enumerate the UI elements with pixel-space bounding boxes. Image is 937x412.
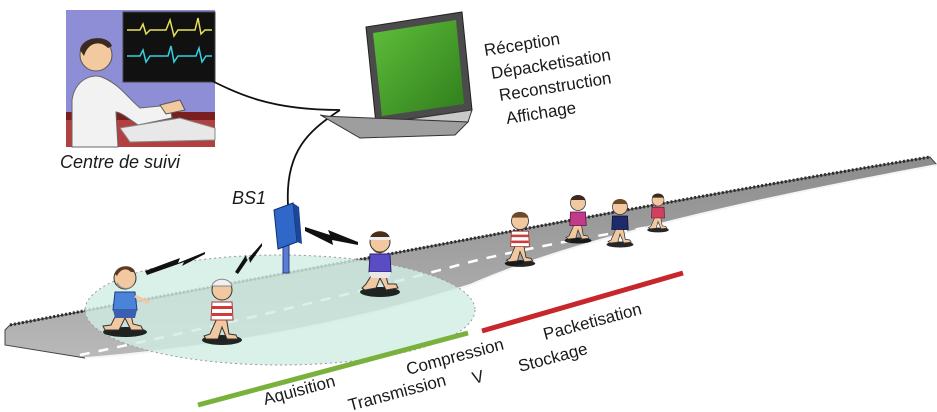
cable-doctor-laptop (199, 74, 341, 111)
runner-2 (202, 278, 242, 345)
storage-steps: Packetisation Stockage (516, 299, 644, 376)
desk (119, 117, 216, 143)
runner-1 (102, 266, 151, 337)
monitoring-center-caption: Centre de suivi (60, 152, 181, 172)
step-affichage: Affichage (505, 98, 578, 128)
step-stockage: Stockage (516, 339, 589, 376)
wireless-links (145, 227, 358, 275)
runner-4 (504, 211, 536, 267)
ecg-trace-yellow (127, 17, 212, 38)
ecg-trace-cyan (127, 45, 212, 64)
laptop-steps: Réception Dépacketisation Reconstruction… (483, 29, 613, 128)
storage-processing-bar (481, 270, 684, 334)
laptop (319, 11, 473, 139)
step-packetisation: Packetisation (541, 299, 644, 344)
runner-7 (647, 193, 669, 233)
runner-6 (606, 198, 634, 248)
runner-3 (360, 231, 400, 297)
laptop-screen (373, 20, 464, 116)
cable-laptop-bs (286, 109, 341, 206)
runners (102, 193, 669, 345)
base-station-bs1 (273, 202, 302, 274)
monitoring-center-illustration (66, 10, 216, 148)
runner-5 (564, 194, 592, 244)
step-transmission: Transmission (346, 371, 448, 412)
doctor-body (71, 75, 173, 148)
base-station-label: BS1 (232, 188, 266, 208)
step-v: V (470, 366, 487, 387)
sensor-processing-bar (197, 330, 469, 408)
